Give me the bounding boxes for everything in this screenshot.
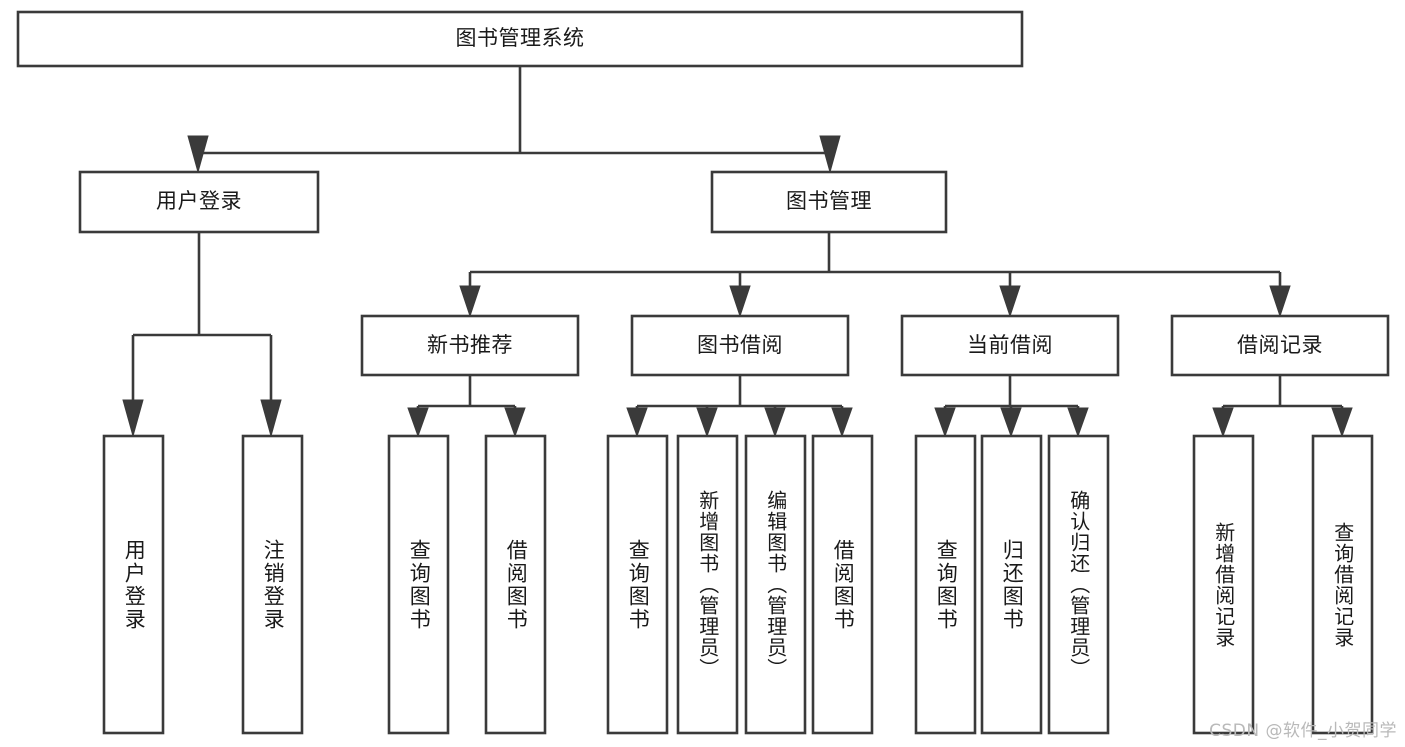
node-leaf-return-book-box[interactable] (980, 434, 1043, 735)
node-leaf-confirm-return-admin-box[interactable] (1047, 434, 1110, 735)
csdn-watermark: CSDN @软件_小贺同学 (1209, 721, 1397, 741)
node-leaf-edit-book-admin-box[interactable] (744, 434, 807, 735)
arrowhead-leaf-borrow-book-1 (504, 407, 526, 438)
node-root-box[interactable] (16, 10, 1024, 68)
node-leaf-logout-login-box[interactable] (241, 434, 304, 735)
arrowhead-borrow-record (1269, 285, 1291, 318)
arrowhead-leaf-query-book-3 (934, 407, 956, 438)
node-leaf-query-book-1-box[interactable] (387, 434, 450, 735)
arrowhead-leaf-logout-login (260, 399, 282, 438)
node-current-borrow-box[interactable] (900, 314, 1120, 377)
node-book-borrow-box[interactable] (630, 314, 850, 377)
arrowhead-leaf-borrow-book-2 (831, 407, 853, 438)
arrowhead-current-borrow (999, 285, 1021, 318)
node-leaf-borrow-book-2-box[interactable] (811, 434, 874, 735)
arrowhead-new-book-recommend (459, 285, 481, 318)
node-new-book-recommend-box[interactable] (360, 314, 580, 377)
node-book-management-box[interactable] (710, 170, 948, 234)
node-user-login-box[interactable] (78, 170, 320, 234)
arrowhead-leaf-return-book (1000, 407, 1022, 438)
arrowhead-leaf-query-book-1 (407, 407, 429, 438)
arrowhead-book-management (819, 135, 841, 174)
node-leaf-query-borrow-record-box[interactable] (1311, 434, 1374, 735)
node-borrow-record-box[interactable] (1170, 314, 1390, 377)
arrowhead-book-borrow (729, 285, 751, 318)
arrowhead-leaf-user-login (122, 399, 144, 438)
arrowhead-leaf-add-book-admin (696, 407, 718, 438)
node-leaf-add-book-admin-box[interactable] (676, 434, 739, 735)
arrowhead-leaf-edit-book-admin (764, 407, 786, 438)
arrowhead-leaf-query-borrow-record (1331, 407, 1353, 438)
node-leaf-query-book-3-box[interactable] (914, 434, 977, 735)
node-leaf-user-login-box[interactable] (102, 434, 165, 735)
arrowhead-leaf-confirm-return-admin (1067, 407, 1089, 438)
arrowhead-leaf-query-book-2 (626, 407, 648, 438)
node-leaf-borrow-book-1-box[interactable] (484, 434, 547, 735)
arrowhead-user-login (187, 135, 209, 174)
node-leaf-add-borrow-record-box[interactable] (1192, 434, 1255, 735)
node-leaf-query-book-2-box[interactable] (606, 434, 669, 735)
arrowhead-leaf-add-borrow-record (1212, 407, 1234, 438)
